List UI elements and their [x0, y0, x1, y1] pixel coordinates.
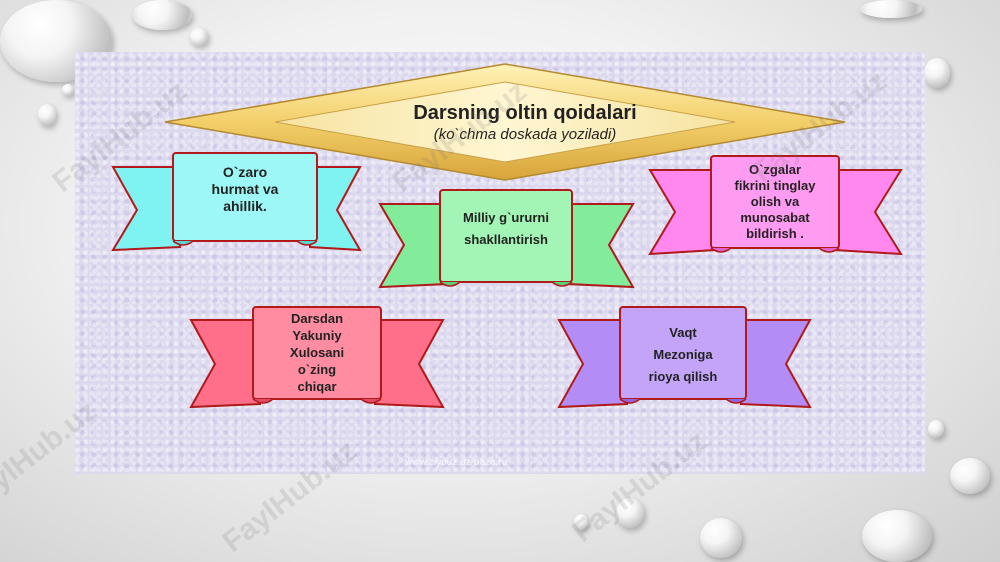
water-drop: [860, 0, 922, 18]
card-2-text: Milliy g`ururni shakllantirish: [463, 210, 549, 247]
water-drop: [862, 510, 932, 562]
banner-card-1: [111, 152, 362, 252]
banner-card-5: [557, 306, 812, 409]
banner-card-2: [378, 189, 635, 289]
slide-subtitle: (ko`chma doskada yoziladi): [433, 126, 617, 143]
water-drop: [132, 0, 192, 30]
water-drop: [924, 58, 950, 88]
water-drop: [700, 518, 742, 558]
card-4-text: Darsdan Yakuniy Xulosani o`zing chiqar: [289, 311, 345, 394]
banner-graphics: [111, 63, 903, 409]
water-drop: [190, 28, 208, 46]
card-5-text: Vaqt Mezoniga rioya qilish: [648, 325, 718, 384]
title-diamond: [164, 63, 846, 181]
slide-image: Darsning oltin qoidalari (ko`chma doskad…: [75, 52, 925, 474]
banner-card-3: [648, 155, 903, 256]
card-1-text: O`zaro hurmat va ahillik.: [211, 164, 279, 214]
water-drop: [38, 104, 56, 126]
water-drop: [616, 498, 644, 528]
banner-card-4: [189, 306, 445, 409]
water-drop: [574, 514, 588, 530]
card-3-text: O`zgalar fikrini tinglay olish va munosa…: [734, 162, 816, 241]
water-drop: [62, 84, 74, 96]
water-drop: [928, 420, 944, 438]
source-caption: www.ziyouz.uz-baza.ru: [405, 457, 508, 468]
water-drop: [950, 458, 990, 494]
slide-title: Darsning oltin qoidalari: [413, 102, 637, 124]
